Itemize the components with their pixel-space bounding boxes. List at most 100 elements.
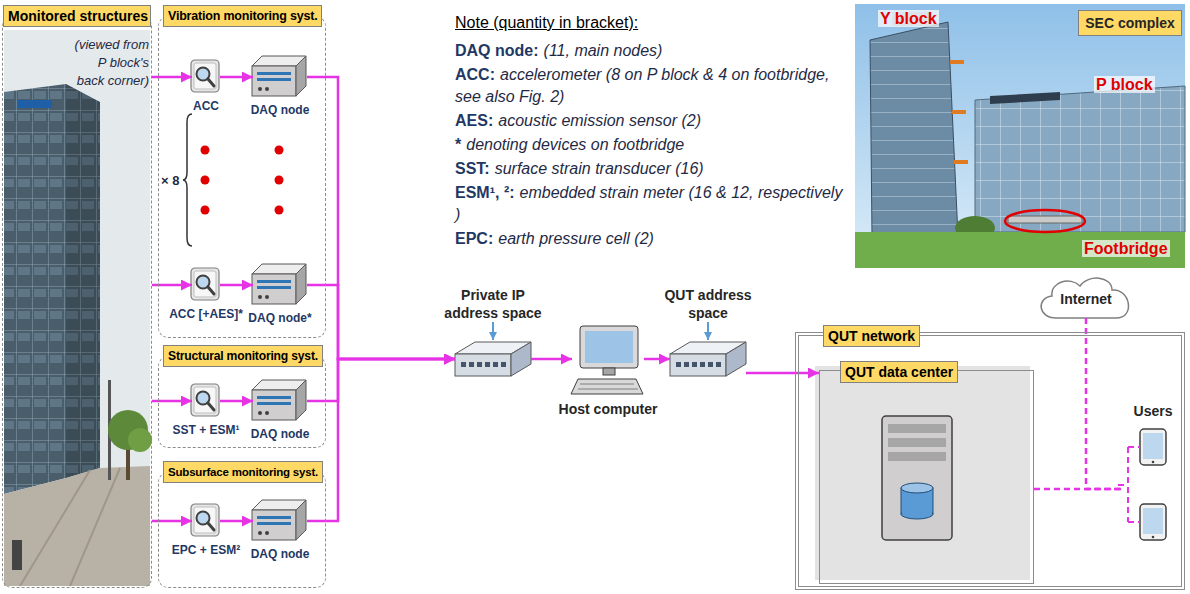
building-photo — [126, 445, 130, 480]
device-icons — [455, 342, 531, 376]
text-anchor: Subsurface monitoring syst. — [163, 461, 323, 483]
text-anchor: Monitored structures — [3, 5, 151, 27]
building-photo — [12, 540, 22, 570]
host-computer-icon — [603, 368, 615, 375]
panel-heading: QUT network — [823, 325, 920, 347]
building-label: Footbridge — [1082, 240, 1170, 257]
site-photo — [855, 4, 1185, 268]
multiplier-label: × 8 — [161, 173, 179, 188]
text-anchor: DAQ node — [251, 424, 310, 442]
daq-box: DAQ node — [253, 501, 307, 541]
text-anchor: Footbridge — [1082, 240, 1170, 258]
note-row: EPC:earth pressure cell (2) — [455, 228, 847, 250]
device-icons — [252, 264, 306, 304]
connector — [644, 358, 670, 361]
note-term: DAQ node: — [455, 42, 539, 59]
device-label: DAQ node* — [248, 311, 311, 325]
text-anchor: Vibration monitoring syst. — [163, 5, 322, 27]
panel: Monitored structures(viewed from P block… — [2, 16, 152, 588]
panel-heading: Subsurface monitoring syst. — [163, 461, 323, 483]
brace — [183, 114, 192, 246]
panel: Vibration monitoring syst.ACCDAQ nodeACC… — [158, 16, 326, 338]
device-label: SST + ESM¹ — [172, 423, 239, 437]
server-icon — [901, 483, 933, 493]
building-photo — [66, 84, 100, 478]
server-icon — [888, 424, 946, 433]
device-label: DAQ node — [251, 547, 310, 561]
building-photo — [4, 30, 150, 586]
device-icons — [252, 380, 306, 420]
panel: Structural monitoring syst.SST + ESM¹DAQ… — [158, 356, 326, 448]
text-anchor: P block — [1094, 76, 1155, 94]
device-icons — [252, 56, 306, 96]
device-icons — [670, 342, 746, 376]
host-computer-icon — [571, 326, 643, 394]
server-icon — [882, 416, 952, 540]
note-row: * denoting devices on footbridge — [455, 134, 847, 156]
panel-heading: Monitored structures — [3, 5, 151, 27]
sensor-box: SST + ESM¹ — [192, 385, 220, 417]
site-photo — [975, 86, 1185, 232]
title-box: SEC complex — [1078, 10, 1182, 36]
switch-box: Private IP address space — [455, 342, 531, 376]
host-computer-icon — [585, 331, 633, 363]
note-row: SST:surface strain transducer (16) — [455, 158, 847, 180]
connector — [220, 520, 253, 523]
server-icon — [882, 416, 952, 540]
ellipsis-dots — [201, 146, 284, 215]
box-label: Internet — [1060, 291, 1111, 308]
device-label: DAQ node — [251, 427, 310, 441]
user-tablets — [1140, 504, 1166, 540]
building-photo — [66, 84, 100, 478]
note-block: Note (quantity in bracket):DAQ node:(11,… — [455, 12, 847, 252]
connector — [307, 285, 455, 359]
site-photo — [990, 92, 1060, 104]
connector — [746, 372, 819, 375]
building-photo — [128, 428, 152, 452]
device-label: DAQ node — [251, 103, 310, 117]
host-computer-icon — [578, 384, 638, 389]
host-computer-icon — [580, 326, 638, 368]
device-icons — [191, 504, 219, 536]
panel-heading: Structural monitoring syst. — [163, 345, 323, 367]
daq-box: DAQ node — [253, 381, 307, 421]
site-photo — [1005, 210, 1085, 232]
note-text: acoustic emission sensor (2) — [498, 112, 701, 129]
panel: Subsurface monitoring syst.EPC + ESM²DAQ… — [158, 472, 326, 588]
daq-box: DAQ node — [253, 57, 307, 97]
users-label: Users — [1134, 403, 1173, 419]
switch-box: QUT address space — [670, 342, 746, 376]
panel-heading: QUT data center — [840, 361, 958, 383]
note-row: ACC:accelerometer (8 on P block & 4 on f… — [455, 64, 847, 108]
text-anchor: Private IP address space — [433, 286, 553, 322]
ellipsis-dots — [275, 176, 284, 185]
note-text: earth pressure cell (2) — [498, 230, 654, 247]
text-anchor: Structural monitoring syst. — [163, 345, 323, 367]
device-icons — [191, 384, 219, 416]
note-term: ACC: — [455, 66, 495, 83]
device-icons — [252, 500, 306, 540]
note-term: SST: — [455, 160, 490, 177]
site-photo — [950, 60, 964, 64]
text-anchor: QUT network — [823, 325, 920, 347]
text-anchor: Users — [1102, 402, 1190, 420]
address-label: QUT address space — [664, 287, 751, 321]
device-icons — [191, 268, 219, 300]
text-anchor: Host computer — [559, 400, 658, 418]
note-row: ESM¹, ²:embedded strain meter (16 & 12, … — [455, 182, 847, 226]
text-anchor: QUT address space — [660, 286, 756, 322]
device-label: ACC [+AES]* — [169, 307, 243, 321]
device-label: EPC + ESM² — [172, 543, 240, 557]
note-text: denoting devices on footbridge — [466, 136, 684, 153]
host-computer-icon — [571, 379, 643, 394]
text-anchor: DAQ node — [251, 100, 310, 118]
text-anchor: ACC — [193, 96, 219, 114]
note-row: AES:acoustic emission sensor (2) — [455, 110, 847, 132]
building-photo — [4, 84, 66, 494]
data-center-fill — [815, 366, 1030, 580]
data-center-box: QUT data center — [819, 370, 1034, 584]
ellipsis-dots — [275, 146, 284, 155]
note-term: * — [455, 136, 461, 153]
note-text: (11, main nodes) — [544, 42, 663, 59]
